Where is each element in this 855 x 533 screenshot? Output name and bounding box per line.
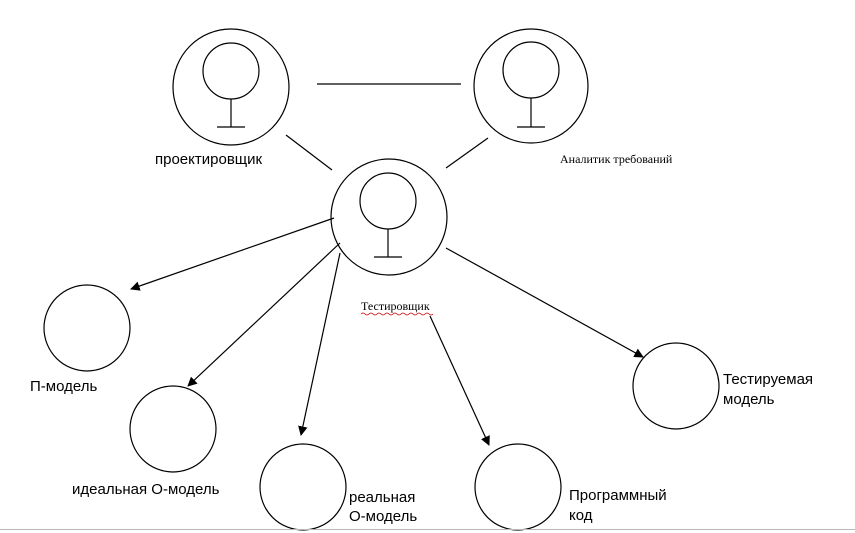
arrow-to-tested-model xyxy=(445,247,644,358)
tested-model-label-line2: модель xyxy=(723,391,775,408)
tester-actor xyxy=(330,158,448,276)
p-model-label: П-модель xyxy=(30,378,97,395)
arrow-to-ideal-o-model xyxy=(187,242,341,387)
analyst-actor xyxy=(473,28,589,144)
arrow-to-real-o-model xyxy=(298,252,341,436)
person-head-icon xyxy=(359,172,417,230)
person-head-icon xyxy=(502,41,560,99)
designer-actor xyxy=(172,28,290,146)
person-head-icon xyxy=(202,42,260,100)
designer-label: проектировщик xyxy=(155,151,263,168)
program-code-label-line2: код xyxy=(569,507,593,524)
designer-tester-link xyxy=(285,134,333,171)
analyst-tester-link xyxy=(445,137,489,169)
real-o-model-label-line1: реальная xyxy=(349,489,415,506)
program-code-label-line1: Программный xyxy=(569,487,667,504)
page-bottom-border xyxy=(0,529,855,530)
analyst-label: Аналитик требований xyxy=(560,152,673,166)
ideal-o-model-node xyxy=(129,385,217,473)
p-model-node xyxy=(43,284,131,372)
tester-label: Тестировщик xyxy=(361,299,430,313)
program-code-node xyxy=(474,443,562,531)
ideal-o-model-label: идеальная О-модель xyxy=(72,481,220,498)
tested-model-node xyxy=(632,342,720,430)
tested-model-label-line1: Тестируемая xyxy=(723,371,813,388)
arrow-to-p-model xyxy=(130,217,335,291)
spellcheck-underline xyxy=(360,312,434,316)
arrow-to-program-code xyxy=(429,315,490,446)
real-o-model-label-line2: О-модель xyxy=(349,508,417,525)
real-o-model-node xyxy=(259,443,347,531)
